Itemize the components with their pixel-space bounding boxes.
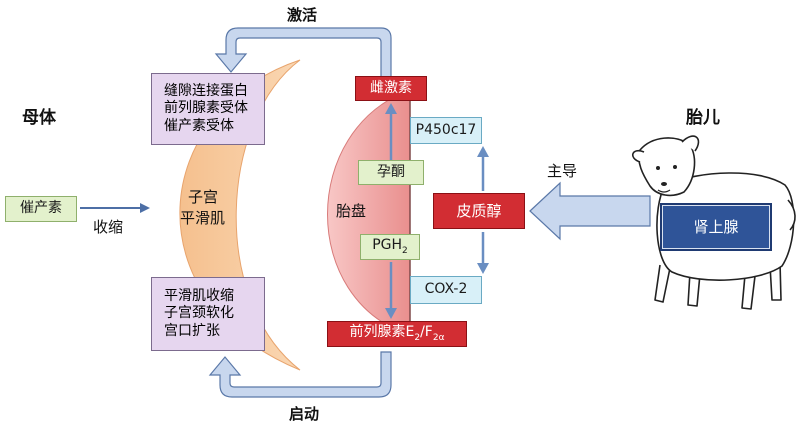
pgh2-text: PGH2 — [372, 237, 408, 257]
estrogen-text: 雌激素 — [370, 79, 412, 96]
estrogen-box: 雌激素 — [355, 76, 427, 101]
prostaglandin-box: 前列腺素E2/F2α — [327, 321, 467, 347]
activate-label: 激活 — [287, 6, 318, 24]
bottom-list-item: 子宫颈软化 — [164, 305, 234, 322]
top-list-item: 缝隙连接蛋白 — [164, 82, 248, 99]
bottom-list-item: 平滑肌收缩 — [164, 287, 234, 304]
p450c17-text: P450c17 — [415, 121, 477, 138]
uterus-label-line2: 平滑肌 — [180, 209, 226, 227]
oxytocin-arrow-head — [140, 203, 150, 213]
pgh2-box: PGH2 — [360, 234, 420, 260]
pgh2-pg-head — [385, 308, 397, 319]
initiation-arrow — [208, 351, 392, 398]
placenta-label: 胎盘 — [336, 202, 367, 220]
maternal-label: 母体 — [22, 108, 56, 128]
lamb-mouth — [657, 189, 671, 193]
pg-mid: /F — [420, 323, 433, 340]
adrenal-box: 肾上腺 — [662, 205, 770, 249]
fetus-label: 胎儿 — [686, 108, 720, 128]
bottom-list-item: 宫口扩张 — [164, 322, 220, 339]
activation-arrow — [214, 27, 392, 79]
progesterone-box: 孕酮 — [358, 160, 424, 185]
prostaglandin-text: 前列腺素E2/F2α — [349, 324, 444, 344]
dominant-label: 主导 — [547, 162, 578, 180]
adrenal-text: 肾上腺 — [693, 217, 739, 236]
cortisol-text: 皮质醇 — [456, 201, 502, 220]
initiate-label: 启动 — [289, 405, 320, 423]
cox2-text: COX-2 — [424, 281, 468, 298]
dominant-arrow — [529, 181, 651, 241]
cox2-box: COX-2 — [410, 276, 482, 304]
progesterone-estrogen-head — [385, 103, 397, 114]
contract-label: 收缩 — [93, 218, 124, 236]
pg-sub2: 2α — [432, 332, 445, 343]
p450c17-box: P450c17 — [410, 117, 482, 144]
cortisol-up-head — [477, 146, 489, 157]
cortisol-box: 皮质醇 — [433, 193, 525, 229]
pgh2-sub: 2 — [402, 245, 408, 256]
cortisol-down-head — [477, 263, 489, 274]
pgh2-base: PGH — [372, 236, 403, 253]
bottom-purple-box: 平滑肌收缩 子宫颈软化 宫口扩张 — [151, 277, 265, 351]
pg-base: 前列腺素E — [349, 323, 415, 340]
oxytocin-box: 催产素 — [5, 196, 77, 222]
top-list: 缝隙连接蛋白 前列腺素受体 催产素受体 — [164, 83, 248, 136]
lamb-face — [656, 165, 677, 186]
bottom-list: 平滑肌收缩 子宫颈软化 宫口扩张 — [164, 288, 234, 341]
oxytocin-text: 催产素 — [20, 200, 62, 217]
pg-sub1: 2 — [414, 332, 421, 343]
uterus-label-line1: 子宫 — [188, 188, 219, 206]
top-list-item: 催产素受体 — [164, 117, 234, 134]
top-list-item: 前列腺素受体 — [164, 100, 248, 117]
top-purple-box: 缝隙连接蛋白 前列腺素受体 催产素受体 — [151, 73, 265, 145]
progesterone-text: 孕酮 — [377, 163, 405, 180]
